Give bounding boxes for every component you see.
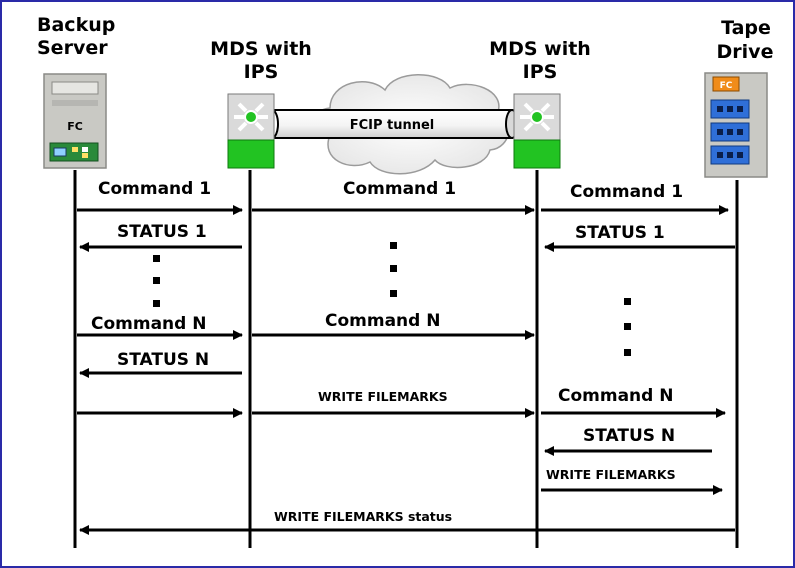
tape-drive-icon: FC <box>704 72 768 178</box>
mds-right-title-line1: MDS with <box>489 38 591 60</box>
tape-drive-title-line2: Drive <box>717 41 774 63</box>
mds-left-title-line2: IPS <box>244 61 279 83</box>
message-label: Command N <box>325 311 440 331</box>
message-label: STATUS N <box>117 350 209 370</box>
mds-right-switch-icon <box>513 93 561 169</box>
mds-right-title-line2: IPS <box>523 61 558 83</box>
ellipsis-tunnel <box>390 242 397 297</box>
mds-left-title-line1: MDS with <box>210 38 312 60</box>
message-label: Command N <box>558 386 673 406</box>
tunnel-label: FCIP tunnel <box>350 118 435 133</box>
tape-port-label: FC <box>720 81 733 91</box>
mds-left-switch-icon <box>227 93 275 169</box>
ellipsis-server-side <box>153 255 160 307</box>
message-label: STATUS 1 <box>575 223 665 243</box>
message-label: WRITE FILEMARKS <box>546 467 676 482</box>
ellipsis-tape-side <box>624 298 631 356</box>
backup-server-title-line1: Backup <box>37 14 115 36</box>
message-label: Command 1 <box>570 182 683 202</box>
server-card-label: FC <box>67 120 83 133</box>
fcip-tunnel: FCIP tunnel <box>265 109 519 139</box>
message-label: Command 1 <box>343 179 456 199</box>
backup-server-title-line2: Server <box>37 37 108 59</box>
tape-drive-title-line1: Tape <box>721 17 771 39</box>
message-label: Command 1 <box>98 179 211 199</box>
message-label: STATUS 1 <box>117 222 207 242</box>
message-label: Command N <box>91 314 206 334</box>
message-label: STATUS N <box>583 426 675 446</box>
message-label: WRITE FILEMARKS <box>318 389 448 404</box>
message-label: WRITE FILEMARKS status <box>274 509 452 524</box>
backup-server-icon: FC <box>43 73 107 169</box>
